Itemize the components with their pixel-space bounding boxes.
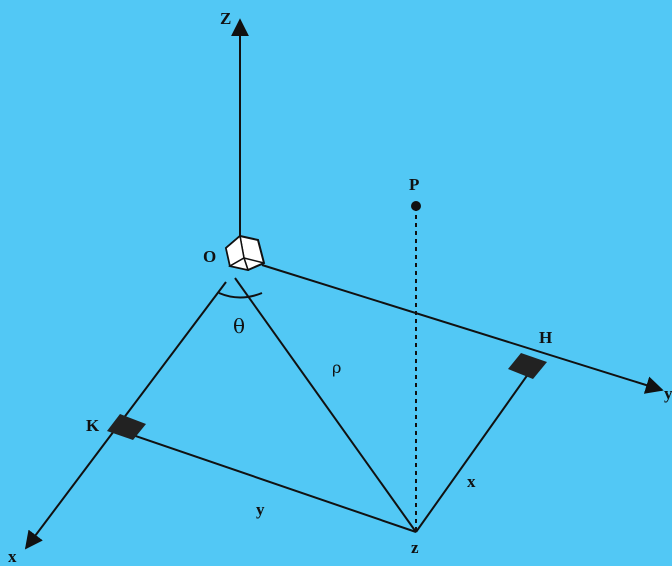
point-p-label: P bbox=[409, 175, 419, 194]
y-segment-label: y bbox=[256, 500, 265, 519]
rho-segment bbox=[234, 277, 417, 533]
point-k-label: K bbox=[86, 416, 100, 435]
x-axis-line bbox=[24, 281, 227, 550]
h-to-z-segment bbox=[415, 369, 532, 533]
right-angle-marker-k bbox=[107, 414, 146, 440]
rho-label: ρ bbox=[332, 358, 341, 377]
point-h-label: H bbox=[539, 328, 552, 347]
origin-cube-icon bbox=[224, 234, 266, 272]
y-axis-line bbox=[261, 264, 664, 394]
theta-angle-arc bbox=[218, 292, 263, 299]
origin-label: O bbox=[203, 247, 216, 266]
y-axis-label: y bbox=[664, 384, 672, 403]
foot-z-label: z bbox=[411, 538, 419, 557]
x-segment-label: x bbox=[467, 472, 476, 491]
right-angle-marker-h bbox=[508, 353, 547, 379]
theta-label: θ bbox=[233, 314, 245, 338]
point-p-dot bbox=[411, 201, 421, 211]
k-to-z-segment bbox=[123, 431, 417, 533]
z-axis-label: Z bbox=[220, 9, 231, 28]
x-axis-label: x bbox=[8, 547, 17, 566]
